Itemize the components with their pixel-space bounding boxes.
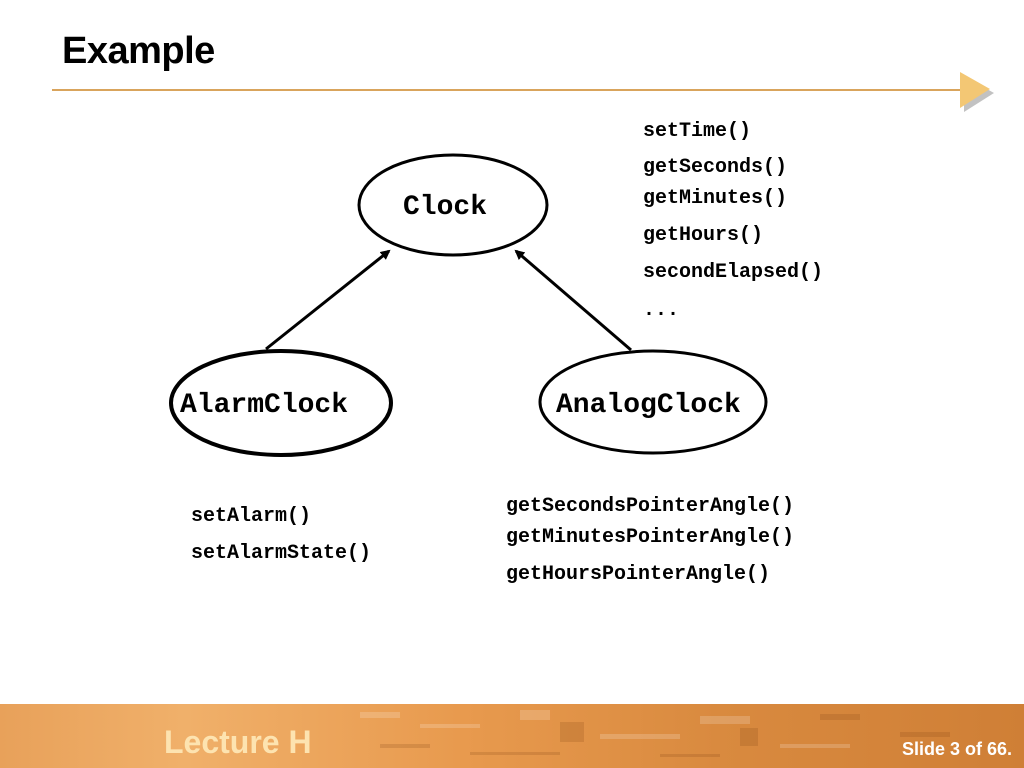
lecture-name: Lecture H <box>164 724 312 760</box>
alarmclock-label: AlarmClock <box>180 390 349 421</box>
footer-band: Lecture H Slide 3 of 66. <box>0 704 1024 768</box>
slide-number: Slide 3 of 66. <box>901 739 1012 759</box>
method-item: setTime() <box>643 120 752 143</box>
title-divider <box>52 89 962 91</box>
play-arrow-icon <box>960 72 994 112</box>
alarmclock-node <box>169 349 393 457</box>
clock-methods-list: setTime() getSeconds() getMinutes() getH… <box>643 120 823 329</box>
analogclock-label: AnalogClock <box>556 390 741 421</box>
analogclock-node <box>538 349 768 455</box>
method-item: getHoursPointerAngle() <box>506 563 771 586</box>
method-item: getSecondsPointerAngle() <box>506 495 795 518</box>
alarmclock-methods-list: setAlarm() setAlarmState() <box>191 505 371 572</box>
method-item: setAlarmState() <box>191 542 372 565</box>
slide-title: Example <box>62 30 215 72</box>
method-item: getMinutesPointerAngle() <box>506 526 795 549</box>
method-item: getSeconds() <box>643 156 788 179</box>
method-item: ... <box>643 299 680 322</box>
method-item: secondElapsed() <box>643 261 824 284</box>
alarmclock-inheritance-arrow <box>265 249 391 351</box>
inheritance-diagram <box>169 153 768 457</box>
method-item: getHours() <box>643 224 764 247</box>
clock-label: Clock <box>403 192 488 223</box>
circuit-board-texture <box>360 710 950 757</box>
clock-node <box>357 153 549 257</box>
analogclock-inheritance-arrow <box>514 249 632 352</box>
method-item: setAlarm() <box>191 505 312 528</box>
method-item: getMinutes() <box>643 187 788 210</box>
analogclock-methods-list: getSecondsPointerAngle() getMinutesPoint… <box>506 495 794 593</box>
